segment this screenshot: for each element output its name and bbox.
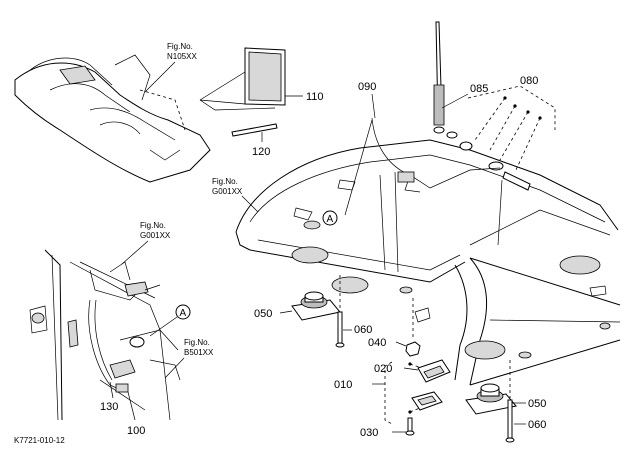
screw-060-left: 060: [335, 275, 372, 348]
label-040: 040: [368, 337, 386, 349]
callout-a-inset-text: A: [180, 308, 187, 319]
fig-ref-g001-inset: Fig.No. G001XX: [121, 221, 171, 265]
part-030-clip: 030: [360, 391, 443, 439]
label-020: 020: [374, 363, 392, 375]
label-060-left: 060: [354, 324, 372, 336]
fig-ref-n105-line1: Fig.No.: [167, 42, 193, 51]
group-080-bracket: 080 085 090: [358, 75, 556, 173]
fig-ref-b501-line1: Fig.No.: [184, 338, 210, 347]
fig-ref-g001-main: Fig.No. G001XX: [212, 177, 259, 213]
label-110: 110: [306, 91, 324, 103]
pillar-wiring-inset: [29, 249, 181, 421]
label-030: 030: [360, 427, 378, 439]
fig-ref-b501: Fig.No. B501XX: [164, 338, 214, 379]
cab-roof-illustration: [235, 139, 621, 386]
part-040-nut: 040: [368, 298, 421, 357]
part-110-mat: 110: [199, 47, 324, 111]
part-120-rod: 120: [231, 123, 278, 158]
label-130: 130: [100, 401, 118, 413]
fig-ref-n105-line2: N105XX: [167, 52, 197, 61]
label-085: 085: [470, 83, 488, 95]
drawing-code: K7721-010-12: [14, 436, 65, 445]
fig-ref-g001-inset-line1: Fig.No.: [140, 221, 166, 230]
screw-060-right: 060: [505, 360, 546, 443]
fig-ref-g001-inset-line2: G001XX: [140, 231, 171, 240]
callout-a-main-text: A: [327, 214, 334, 225]
label-060-right: 060: [528, 419, 546, 431]
label-120: 120: [252, 146, 270, 158]
label-010: 010: [334, 379, 352, 391]
antenna-assembly: [344, 21, 531, 216]
callout-a-inset: A: [149, 304, 191, 337]
part-020-bracket: 020: [374, 359, 451, 383]
fig-ref-b501-line2: B501XX: [184, 348, 214, 357]
label-090: 090: [358, 81, 376, 93]
label-130-group: 130: [100, 381, 118, 413]
callout-a-main: A: [322, 210, 338, 226]
group-010-bracket: 010: [334, 361, 423, 425]
label-080: 080: [520, 75, 538, 87]
label-100-group: 100: [127, 391, 145, 437]
fig-ref-n105: Fig.No. N105XX: [144, 42, 197, 93]
label-050-right: 050: [528, 398, 546, 410]
speaker-right: 050: [465, 383, 546, 415]
label-050-left: 050: [254, 308, 272, 320]
speaker-left: 050: [254, 291, 341, 321]
fig-ref-g001-main-line2: G001XX: [212, 187, 243, 196]
fender-seat-illustration: [14, 54, 211, 183]
fig-ref-g001-main-line1: Fig.No.: [212, 177, 238, 186]
label-100: 100: [127, 425, 145, 437]
